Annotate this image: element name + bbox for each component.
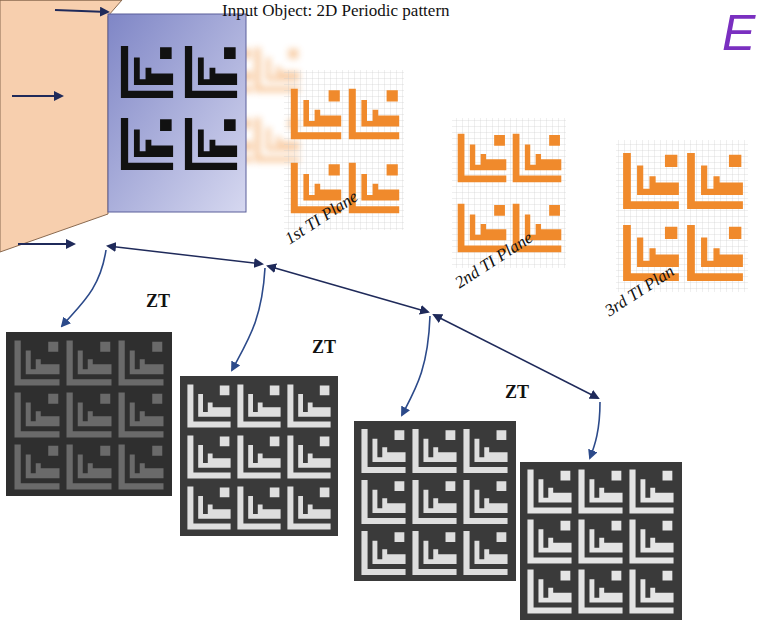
distance-label: ZT xyxy=(146,292,170,312)
distance-label: ZT xyxy=(505,383,529,403)
object-title: Input Object: 2D Periodic pattern xyxy=(222,2,450,21)
partial-heading: E xyxy=(722,6,755,61)
distance-label: ZT xyxy=(312,338,336,358)
